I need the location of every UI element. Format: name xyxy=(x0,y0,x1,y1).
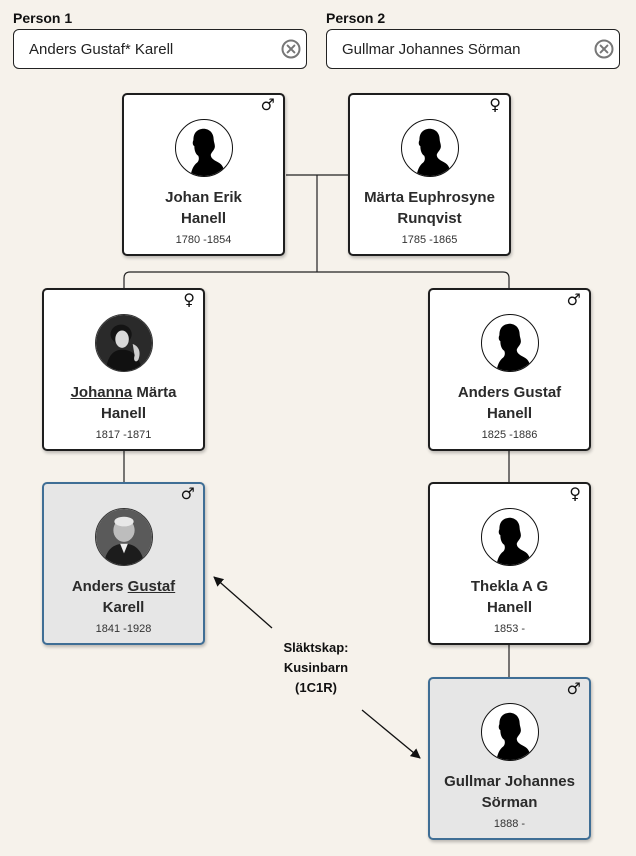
person-silhouette-icon xyxy=(400,119,459,177)
male-icon: ♂ xyxy=(566,290,581,309)
person-silhouette-icon xyxy=(174,119,233,177)
male-icon: ♂ xyxy=(566,679,581,698)
relationship-label: Släktskap: Kusinbarn (1C1R) xyxy=(266,638,366,698)
person-dates: 1825 -1886 xyxy=(481,429,538,441)
person-silhouette-icon xyxy=(480,703,539,761)
relationship-code: (1C1R) xyxy=(295,680,337,695)
person-silhouette-icon xyxy=(480,508,539,566)
female-icon: ♀ xyxy=(569,484,581,503)
person-dates: 1841 -1928 xyxy=(95,623,152,635)
relationship-title: Släktskap: xyxy=(283,640,349,655)
person-silhouette-icon xyxy=(480,314,539,372)
person-dates: 1853 - xyxy=(493,623,526,635)
person2-search-box[interactable] xyxy=(326,29,620,69)
person2-input[interactable] xyxy=(327,40,582,58)
person-photo-icon xyxy=(94,314,153,372)
person-photo-icon xyxy=(94,508,153,566)
person-dates: 1785 -1865 xyxy=(401,234,458,246)
person1-search-box[interactable] xyxy=(13,29,307,69)
male-icon: ♂ xyxy=(260,95,275,114)
person2-label: Person 2 xyxy=(326,10,386,26)
person1-input[interactable] xyxy=(14,40,269,58)
person-dates: 1888 - xyxy=(493,818,526,830)
person-dates: 1780 -1854 xyxy=(175,234,232,246)
relationship-type: Kusinbarn xyxy=(283,660,349,675)
female-icon: ♀ xyxy=(489,95,501,114)
person2-clear-icon[interactable] xyxy=(594,39,614,59)
person1-clear-icon[interactable] xyxy=(281,39,301,59)
person-dates: 1817 -1871 xyxy=(95,429,152,441)
person1-label: Person 1 xyxy=(13,10,73,26)
male-icon: ♂ xyxy=(180,484,195,503)
female-icon: ♀ xyxy=(183,290,195,309)
